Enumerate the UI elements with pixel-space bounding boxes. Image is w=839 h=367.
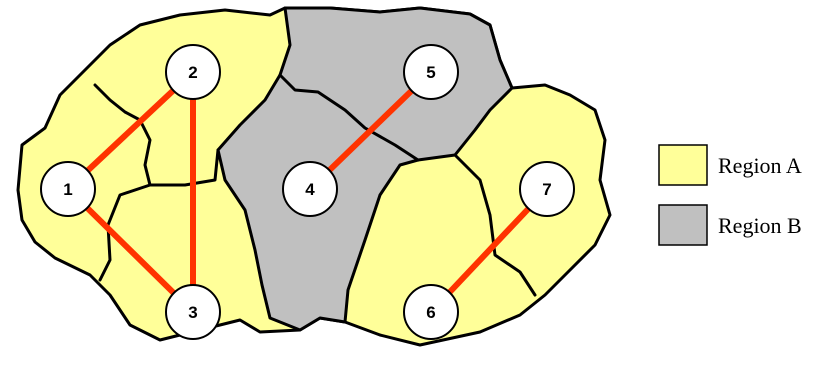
node-5: 5 [403,44,459,100]
node-circle [40,161,96,217]
links-layer [65,69,550,315]
node-circle [403,284,459,340]
link-4-5 [307,69,434,192]
node-circle [403,44,459,100]
border-line [278,73,420,162]
border-line [148,148,220,187]
internal-borders [93,73,537,297]
legend: Region A Region B [658,144,802,246]
legend-swatch-region-a [658,144,708,186]
border-line [93,83,152,282]
node-circle [165,284,221,340]
node-label: 3 [188,303,197,322]
node-circle [165,44,221,100]
border-line [453,153,537,297]
link-1-2 [65,69,196,192]
node-2: 2 [165,44,221,100]
node-4: 4 [282,161,338,217]
legend-label-region-b: Region B [718,213,802,238]
node-label: 6 [426,303,435,322]
node-6: 6 [403,284,459,340]
link-1-3 [65,186,196,315]
legend-swatch-region-b [658,204,708,246]
nodes-layer: 1 2 3 4 5 6 7 [40,44,575,340]
node-3: 3 [165,284,221,340]
link-6-7 [428,186,550,315]
node-1: 1 [40,161,96,217]
node-7: 7 [519,161,575,217]
node-circle [519,161,575,217]
node-label: 4 [305,180,315,199]
node-label: 7 [542,180,551,199]
node-label: 5 [426,63,435,82]
node-label: 2 [188,63,197,82]
node-circle [282,161,338,217]
node-label: 1 [63,180,72,199]
legend-label-region-a: Region A [718,153,802,178]
